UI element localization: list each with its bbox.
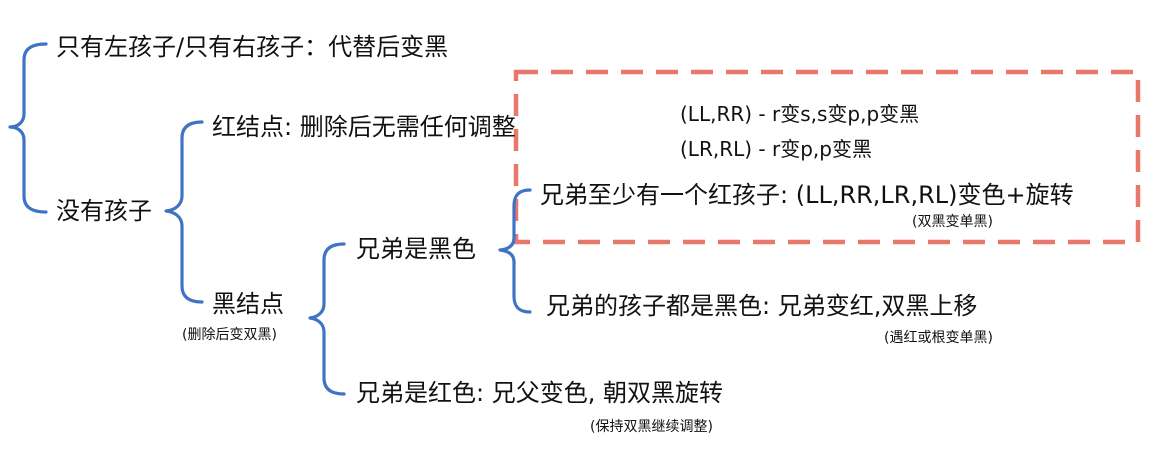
sibling-black-brace	[498, 188, 532, 314]
has-red-child-note: (双黑变单黑)	[912, 214, 993, 230]
has-red-child-label: 兄弟至少有一个红孩子: (LL,RR,LR,RL)变色+旋转	[540, 181, 1074, 209]
no-child-brace	[164, 120, 204, 304]
child-only-label: 只有左孩子/只有右孩子：代替后变黑	[56, 33, 449, 61]
all-black-children-note: (遇红或根变单黑)	[884, 330, 993, 346]
sibling-red-note: (保持双黑继续调整)	[590, 419, 713, 435]
sibling-black-label: 兄弟是黑色	[356, 235, 476, 263]
red-node-label: 红结点: 删除后无需任何调整	[212, 113, 516, 141]
sibling-red-label: 兄弟是红色: 兄父变色, 朝双黑旋转	[356, 379, 723, 407]
all-black-children-label: 兄弟的孩子都是黑色: 兄弟变红,双黑上移	[546, 292, 978, 320]
no-child-label: 没有孩子	[56, 197, 152, 225]
root-brace	[8, 42, 48, 214]
rotation-lr-rl: (LR,RL) - r变p,p变黑	[680, 137, 872, 161]
highlight-dashed-box	[513, 69, 1141, 245]
black-node-brace	[308, 242, 346, 396]
rotation-ll-rr: (LL,RR) - r变s,s变p,p变黑	[680, 102, 920, 126]
black-node-note: (删除后变双黑)	[182, 327, 277, 343]
black-node-label: 黑结点	[212, 290, 284, 318]
